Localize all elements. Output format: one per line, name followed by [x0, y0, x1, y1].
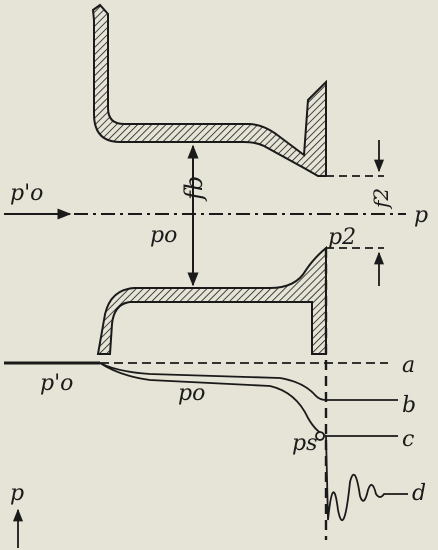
label-curve-c: c: [402, 427, 414, 452]
label-p0-low: po: [178, 381, 205, 406]
point-ps: [315, 431, 325, 441]
label-curve-b: b: [402, 393, 416, 418]
label-fb: fb: [180, 176, 208, 202]
curve-b: [99, 362, 398, 401]
label-p2: p2: [328, 225, 356, 250]
label-p-axis: p: [414, 203, 428, 228]
label-curve-d: d: [412, 481, 426, 506]
label-f2: f2: [369, 188, 393, 210]
label-p-vertical: p: [10, 481, 24, 506]
upper-nozzle-wall: [91, 3, 327, 177]
label-p0-prime-top: p'o: [10, 181, 43, 206]
curve-d: [325, 435, 408, 522]
label-p0-prime-low: p'o: [40, 371, 73, 396]
curve-c: [99, 362, 398, 437]
label-curve-a: a: [402, 353, 415, 378]
label-ps: ps: [292, 431, 317, 456]
label-p0-top: po: [150, 223, 177, 248]
lower-nozzle-wall: [96, 245, 327, 355]
